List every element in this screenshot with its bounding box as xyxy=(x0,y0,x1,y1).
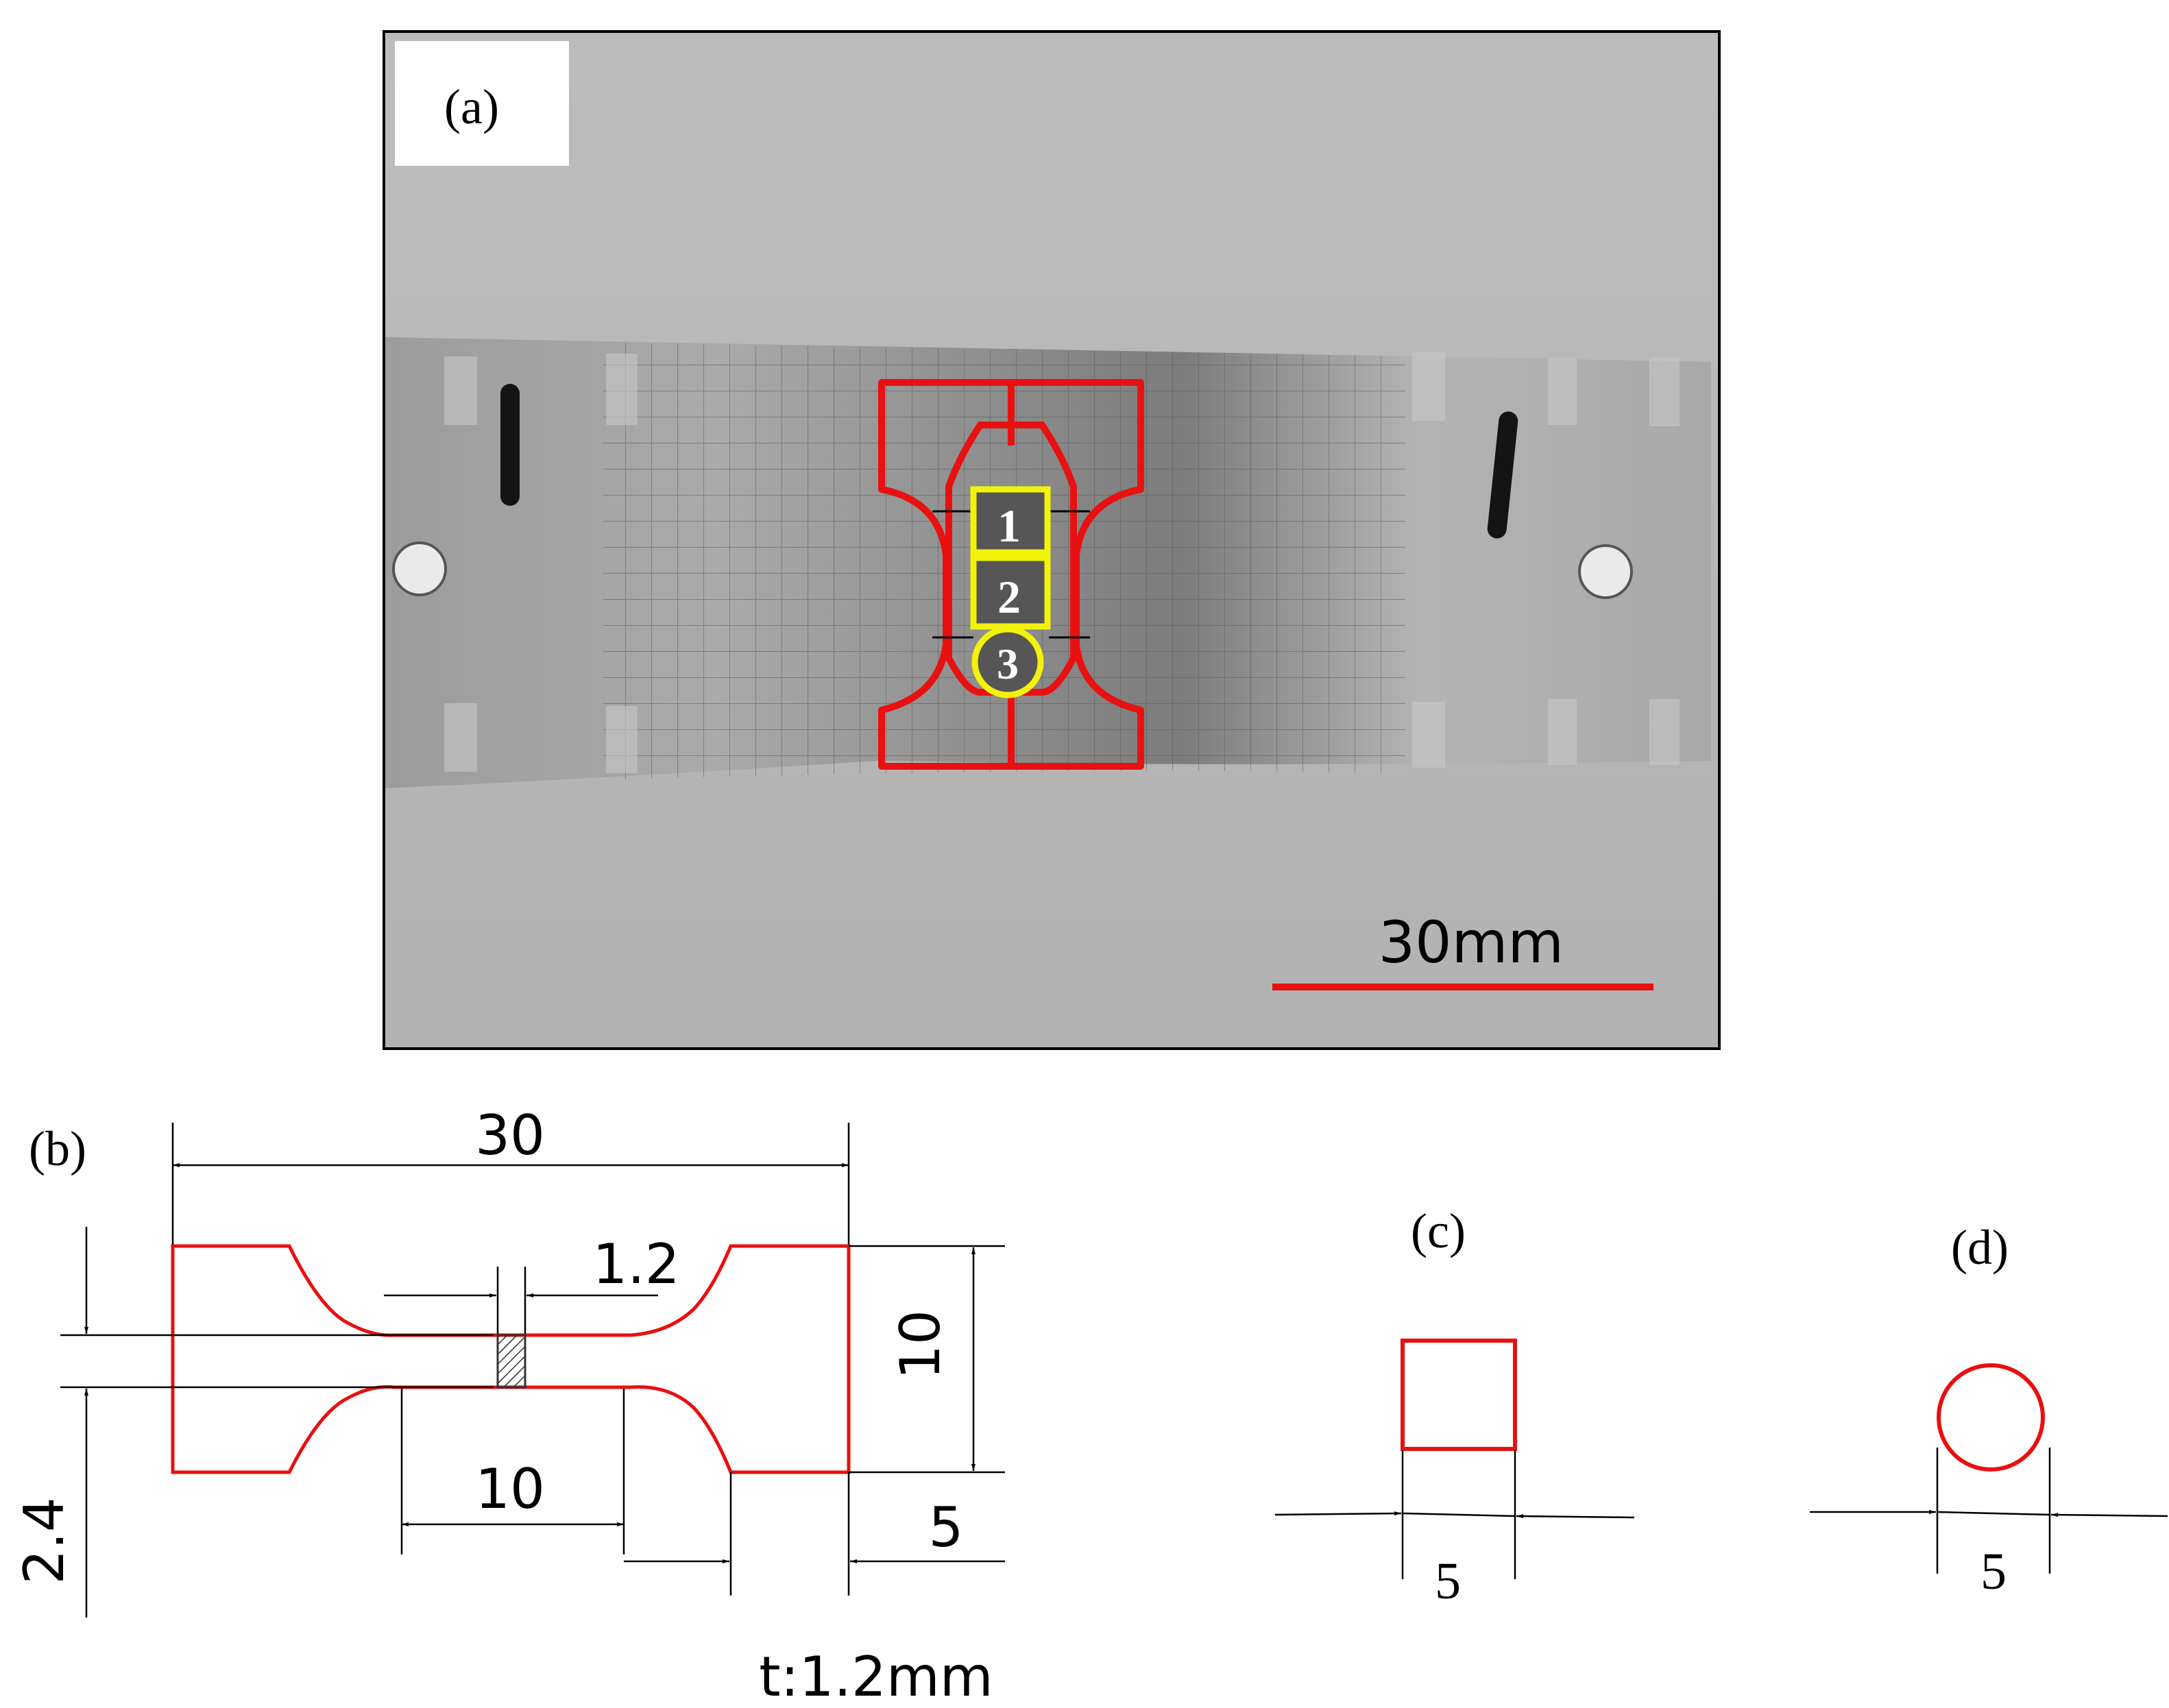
region-3-label: 3 xyxy=(997,639,1019,688)
notch-mark xyxy=(444,703,477,772)
thickness-label: t:1.2mm xyxy=(759,1645,993,1708)
dimension-lines xyxy=(84,1163,1005,1618)
dim-line xyxy=(1274,1511,1402,1516)
square-section xyxy=(1401,1339,1517,1451)
scale-bar-label: 30mm xyxy=(1379,909,1564,976)
extension-lines xyxy=(60,1123,1005,1596)
region-2-box xyxy=(970,554,1051,630)
dim-overall-length: 30 xyxy=(475,1103,545,1167)
notch-mark xyxy=(1412,352,1445,421)
panel-a-label: (a) xyxy=(444,80,499,134)
specimen-outline-red xyxy=(878,379,1144,770)
dim-line xyxy=(1402,1512,1516,1517)
notch-mark xyxy=(606,706,638,773)
dim-gauge-width: 1.2 xyxy=(592,1232,679,1296)
dim-line xyxy=(1937,1511,2050,1516)
notch-mark xyxy=(1548,699,1577,765)
region-1-box xyxy=(970,486,1051,556)
notch-mark xyxy=(1649,358,1680,426)
notch-mark xyxy=(606,354,638,425)
dim-gauge-length: 10 xyxy=(475,1457,545,1521)
panel-b: (b) 3 xyxy=(12,1103,1005,1708)
panel-d: (d) 5 xyxy=(1810,1220,2168,1600)
hole-right xyxy=(1578,544,1633,599)
panel-c-label: (c) xyxy=(1411,1204,1466,1258)
dim-line xyxy=(1516,1514,1635,1519)
circle-section xyxy=(1937,1363,2045,1472)
notch-mark xyxy=(1412,702,1445,768)
panel-b-label: (b) xyxy=(29,1121,86,1176)
notch-mark xyxy=(1649,699,1680,765)
panel-d-label: (d) xyxy=(1951,1220,2009,1275)
region-1-label: 1 xyxy=(997,500,1021,552)
slot-right xyxy=(1487,411,1518,539)
square-dim: 5 xyxy=(1435,1552,1461,1610)
notch-mark xyxy=(1548,358,1577,425)
panel-a-label-box xyxy=(395,41,569,166)
slot-left xyxy=(500,384,520,506)
region-3-circle xyxy=(971,626,1044,698)
dim-line xyxy=(2050,1513,2168,1517)
hole-left xyxy=(392,541,447,596)
region-2-label: 2 xyxy=(997,571,1021,623)
dim-gauge-height: 2.4 xyxy=(12,1497,76,1584)
circle-dim: 5 xyxy=(1980,1543,2007,1600)
panel-a: (a) 1 2 3 30mm xyxy=(383,30,1721,1050)
gauge-capsule-red xyxy=(945,422,1077,696)
notch-mark xyxy=(444,356,477,425)
panel-c: (c) 5 xyxy=(1274,1204,1635,1610)
cross-section-hatch xyxy=(496,1334,526,1389)
dim-grip-length: 5 xyxy=(929,1496,964,1559)
dim-height: 10 xyxy=(888,1310,952,1380)
